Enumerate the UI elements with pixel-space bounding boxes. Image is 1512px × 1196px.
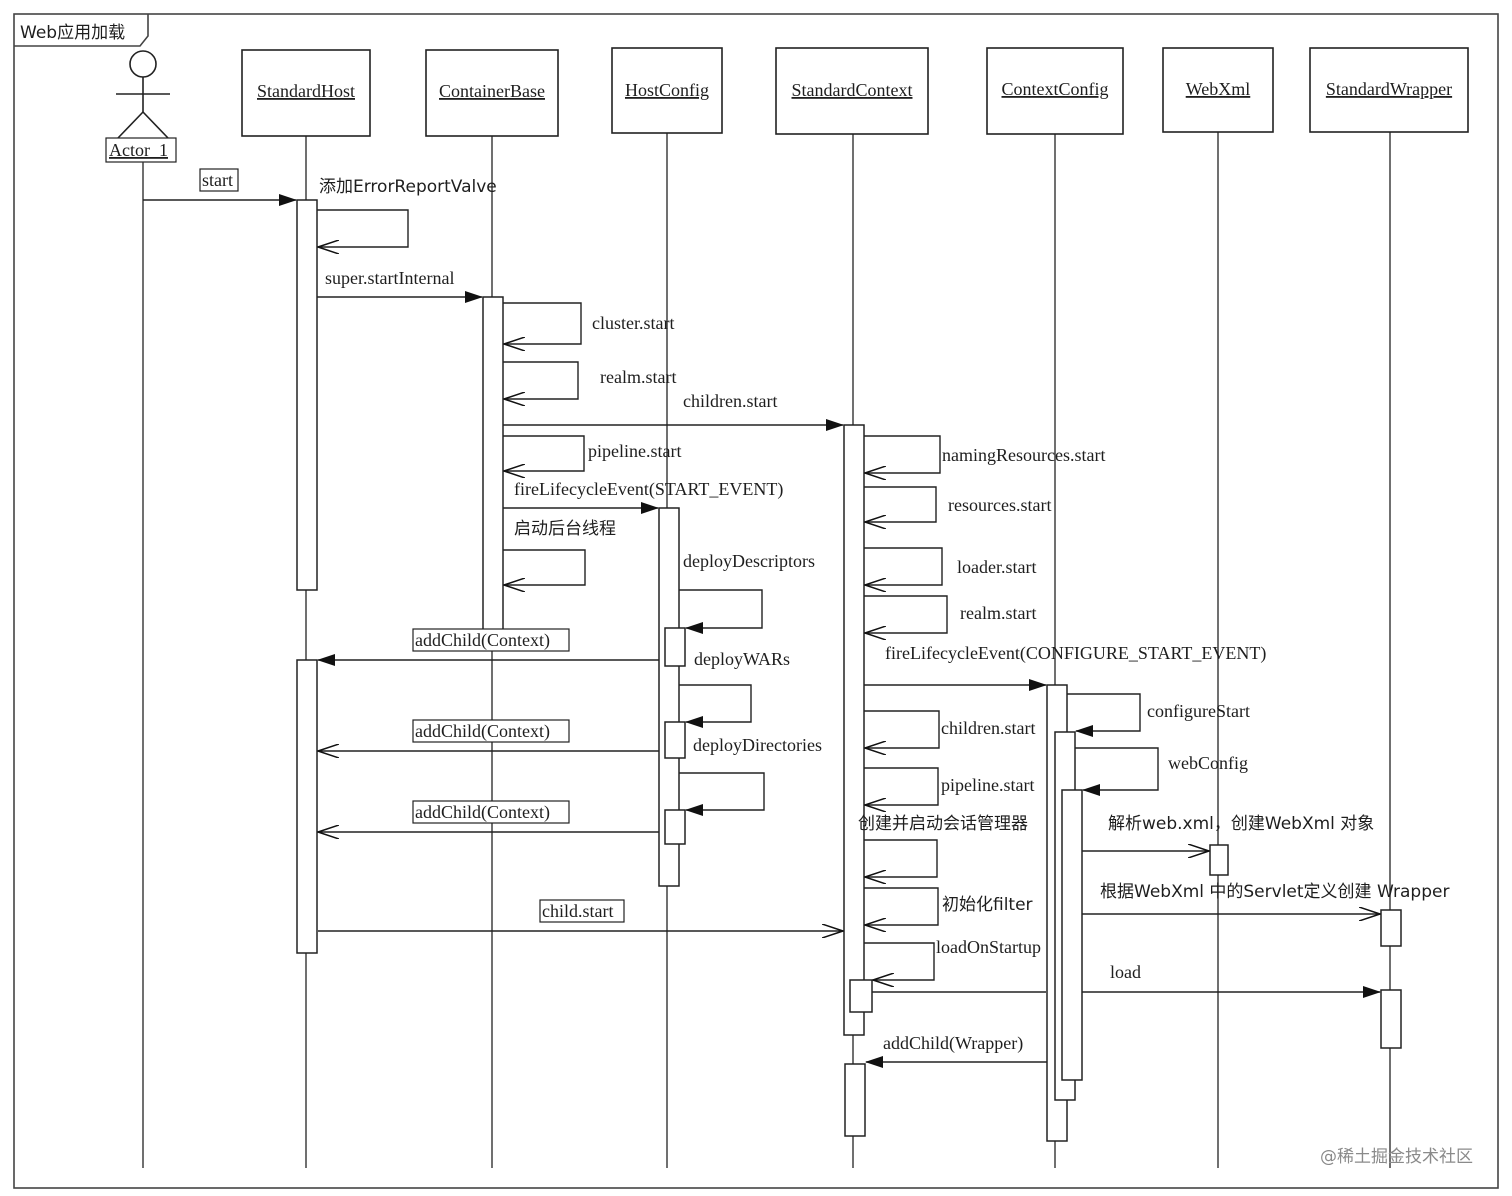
message-add-error-report-valve [317, 209, 409, 247]
label-init-filter: 初始化filter [942, 895, 1033, 915]
label-load-on-startup: loadOnStartup [936, 937, 1041, 957]
message-configure-start [1067, 693, 1141, 737]
label-fire-start-event: fireLifecycleEvent(START_EVENT) [514, 479, 783, 500]
participant-label: ContextConfig [1002, 79, 1109, 99]
label-start-bg-thread: 启动后台线程 [514, 519, 616, 539]
activation-host-2 [296, 659, 318, 954]
message-deploy-directories [679, 772, 765, 816]
message-load-on-startup [864, 942, 935, 980]
participant-label: ContainerBase [439, 81, 545, 101]
label-naming-resources-start: namingResources.start [942, 445, 1105, 465]
activations [296, 199, 1402, 1142]
message-pipeline-start-2 [864, 767, 939, 805]
message-loader-start [864, 547, 943, 585]
label-box-add-child-context-1 [412, 628, 570, 652]
message-pipeline-start-1 [503, 435, 585, 471]
activation-host-1 [296, 199, 318, 591]
label-deploy-descriptors: deployDescriptors [683, 551, 815, 571]
label-deploy-wars: deployWARs [694, 649, 790, 669]
activation-host-config-dirs [664, 721, 686, 759]
activation-container-base [482, 296, 504, 631]
message-init-filter [864, 887, 939, 925]
message-realm-start-2 [864, 595, 948, 633]
participant-web-xml: WebXml [1162, 47, 1274, 133]
label-deploy-directories: deployDirectories [693, 735, 822, 755]
message-children-start-2 [864, 710, 940, 748]
participant-label: StandardContext [792, 80, 913, 100]
activation-web-xml [1209, 844, 1229, 876]
activation-context-config-3 [1061, 789, 1083, 1081]
label-create-session-manager: 创建并启动会话管理器 [858, 814, 1028, 834]
label-add-error-report-valve: 添加ErrorReportValve [319, 177, 497, 197]
label-super-start-internal: super.startInternal [325, 268, 454, 288]
participant-context-config: ContextConfig [986, 47, 1124, 135]
label-add-child-wrapper: addChild(Wrapper) [883, 1033, 1023, 1054]
message-cluster-start [503, 302, 582, 344]
label-create-wrapper: 根据WebXml 中的Servlet定义创建 Wrapper [1100, 882, 1449, 902]
diagram-frame [13, 13, 1499, 1189]
label-pipeline-start-1: pipeline.start [588, 441, 681, 461]
participant-label: WebXml [1186, 79, 1251, 99]
activation-context [843, 424, 865, 1036]
actor-label: Actor_1 [109, 140, 168, 160]
label-box-start [199, 168, 239, 192]
label-realm-start-2: realm.start [960, 603, 1036, 623]
label-child-start: child.start [542, 901, 613, 921]
label-configure-start: configureStart [1147, 701, 1250, 721]
participant-container-base: ContainerBase [425, 49, 559, 137]
label-fire-configure-start: fireLifecycleEvent(CONFIGURE_START_EVENT… [885, 643, 1266, 664]
participant-label: StandardHost [257, 81, 355, 101]
actor-label-box [105, 137, 177, 163]
frame-title-tab [14, 14, 149, 47]
messages: start 添加ErrorReportValve super.startInte… [143, 168, 1449, 1068]
participant-standard-host: StandardHost [241, 49, 371, 137]
frame-title: Web应用加载 [20, 23, 125, 43]
label-web-config: webConfig [1168, 753, 1248, 773]
label-box-child-start [539, 899, 625, 923]
participant-standard-context: StandardContext [775, 47, 929, 135]
label-box-add-child-context-2 [412, 719, 570, 743]
message-realm-start-1 [503, 361, 579, 399]
activation-wrapper-1 [1380, 909, 1402, 947]
label-parse-web-xml: 解析web.xml，创建WebXml 对象 [1108, 814, 1374, 834]
label-resources-start: resources.start [948, 495, 1051, 515]
label-add-child-context-2: addChild(Context) [415, 721, 550, 742]
actor-icon [116, 50, 170, 139]
participant-standard-wrapper: StandardWrapper [1309, 47, 1469, 133]
label-add-child-context-1: addChild(Context) [415, 630, 550, 651]
participant-label: StandardWrapper [1326, 79, 1452, 99]
label-load: load [1110, 962, 1141, 982]
activation-context-addchild [844, 1063, 866, 1137]
message-web-config [1075, 747, 1159, 796]
activation-host-config-wars [664, 627, 686, 667]
message-start-bg-thread [503, 549, 586, 585]
activation-host-config [658, 507, 680, 887]
message-resources-start [864, 486, 937, 522]
label-cluster-start: cluster.start [592, 313, 674, 333]
watermark: @稀土掘金技术社区 [1320, 1147, 1473, 1167]
label-start: start [202, 170, 233, 190]
label-pipeline-start-2: pipeline.start [941, 775, 1034, 795]
label-box-add-child-context-3 [412, 800, 570, 824]
label-loader-start: loader.start [957, 557, 1036, 577]
participant-host-config: HostConfig [611, 47, 723, 134]
message-deploy-descriptors [679, 589, 763, 634]
label-children-start-1: children.start [683, 391, 777, 411]
label-add-child-context-3: addChild(Context) [415, 802, 550, 823]
label-children-start-2: children.start [941, 718, 1035, 738]
participant-label: HostConfig [625, 80, 709, 100]
label-realm-start-1: realm.start [600, 367, 676, 387]
activation-wrapper-2 [1380, 989, 1402, 1049]
activation-host-config-3 [664, 809, 686, 845]
activation-context-load [849, 979, 873, 1013]
message-deploy-wars [679, 684, 752, 728]
message-create-session-manager [864, 839, 938, 877]
message-naming-resources-start [864, 435, 941, 473]
